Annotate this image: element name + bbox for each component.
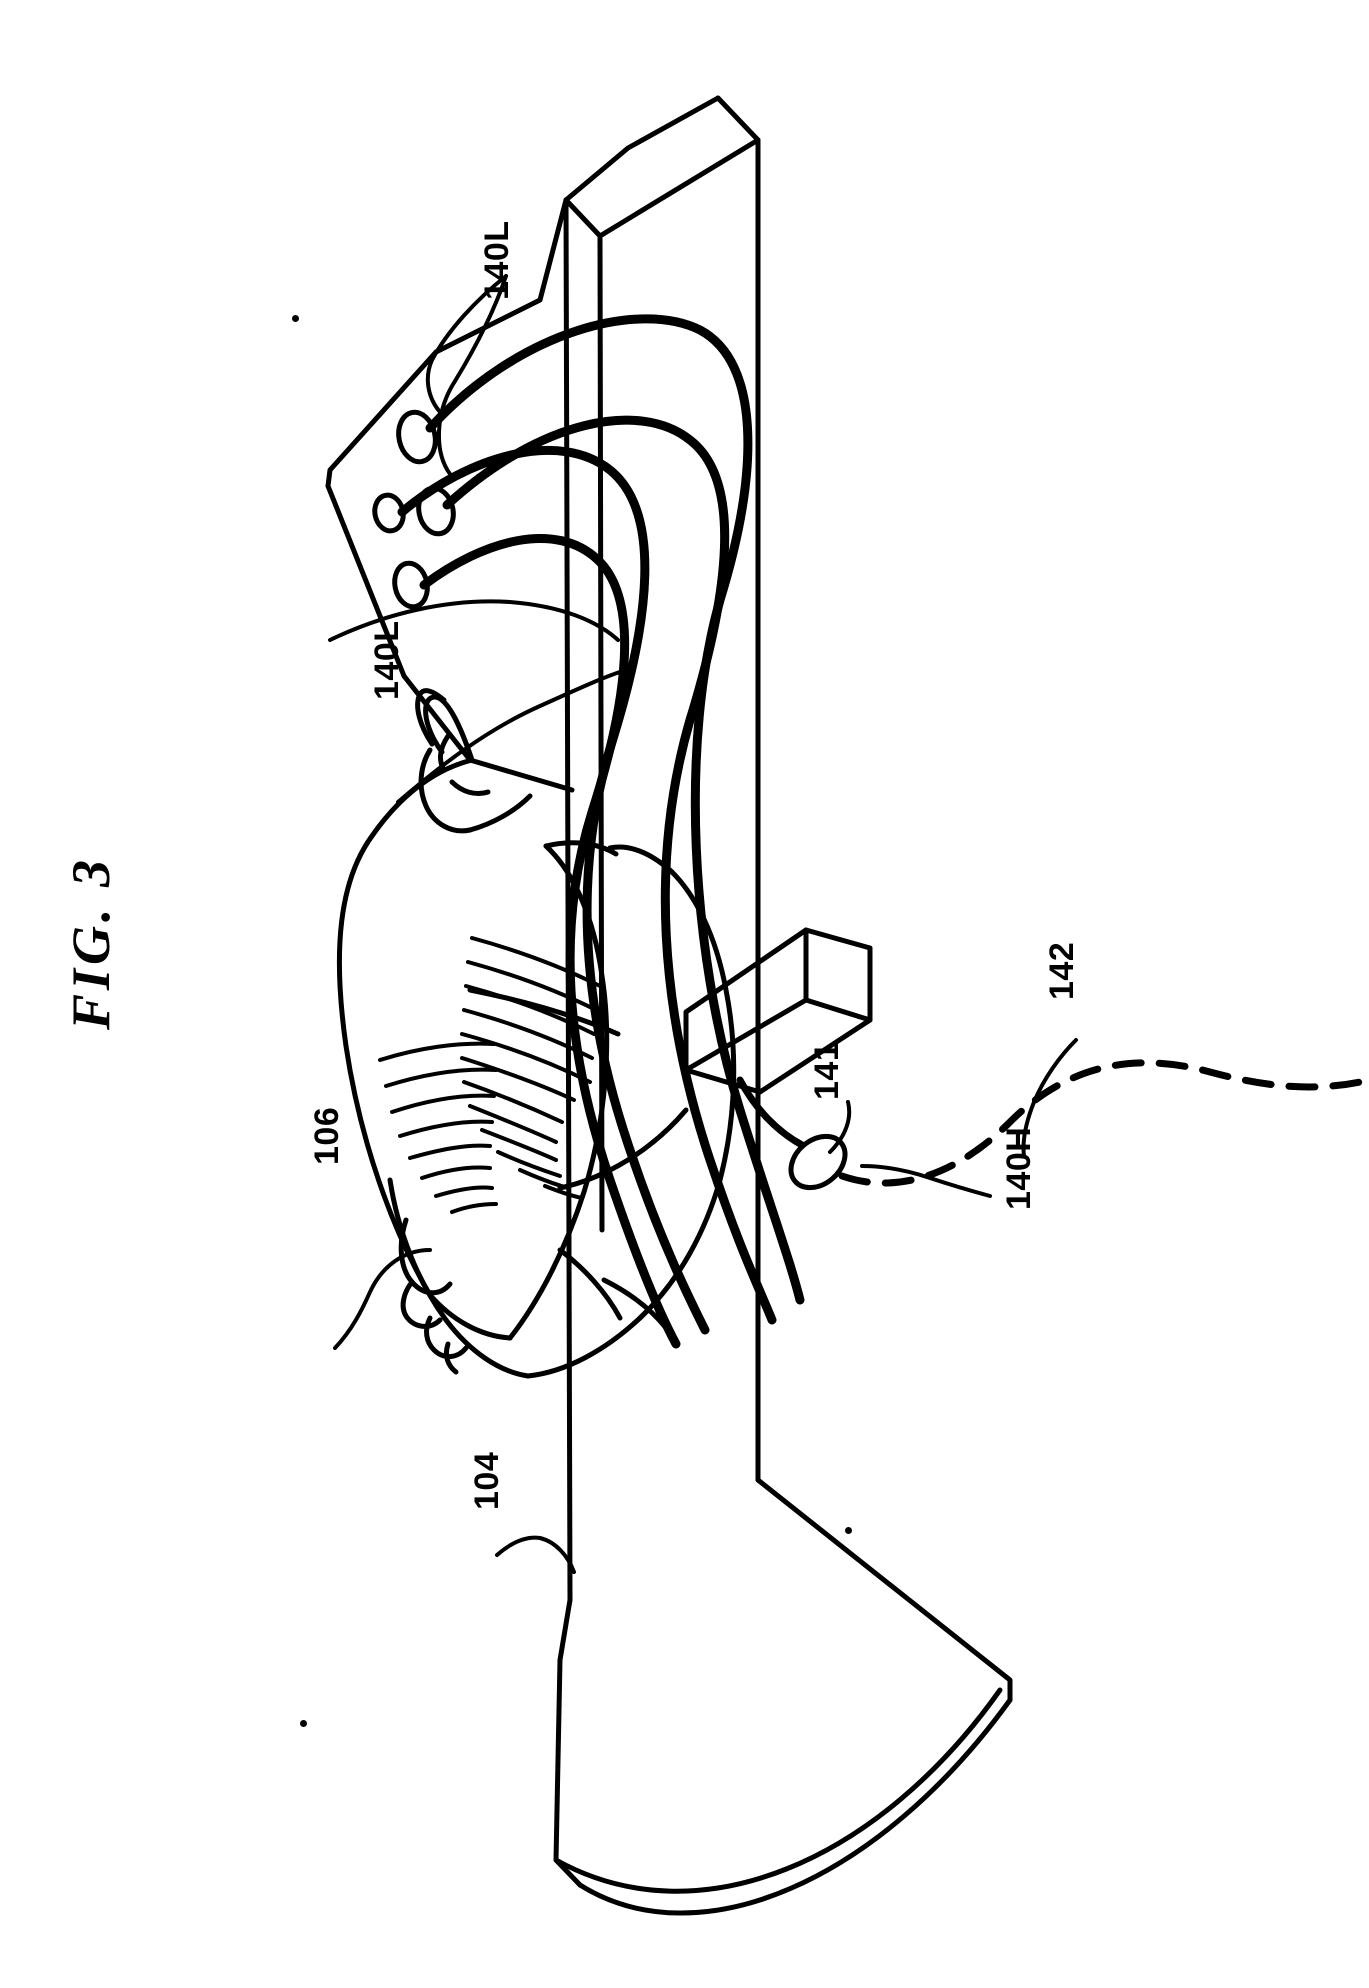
ref-label-106: 106 <box>308 1106 346 1165</box>
lower-period-mark <box>845 1527 852 1534</box>
signal-cable <box>838 1059 1364 1187</box>
lead-callout-lines <box>328 274 628 804</box>
bottom-period-mark <box>300 1720 307 1727</box>
patient-body <box>336 688 737 1379</box>
callout-leaders <box>333 1038 1078 1574</box>
ref-label-140L-lower: 140L <box>368 620 406 701</box>
device-module <box>683 927 873 1095</box>
module-cable <box>736 1076 806 1149</box>
limb-lead-wires <box>397 314 805 1349</box>
hand-electrode <box>788 1133 848 1191</box>
upper-period-mark <box>292 315 299 322</box>
bed-platform <box>553 95 1013 1916</box>
ref-label-140L-upper: 140L <box>478 220 516 301</box>
ref-label-104: 104 <box>468 1451 506 1510</box>
connector-panel <box>325 197 575 793</box>
body-hatching <box>378 936 602 1214</box>
ref-label-141: 141 <box>808 1041 846 1100</box>
figure-title: FIG. 3 <box>61 855 121 1030</box>
ref-label-142: 142 <box>1043 941 1081 1000</box>
foot-detail <box>557 1247 669 1331</box>
connector-ports <box>372 409 456 610</box>
connector-port-1 <box>396 409 438 465</box>
ref-label-140H: 140H <box>1000 1126 1038 1210</box>
